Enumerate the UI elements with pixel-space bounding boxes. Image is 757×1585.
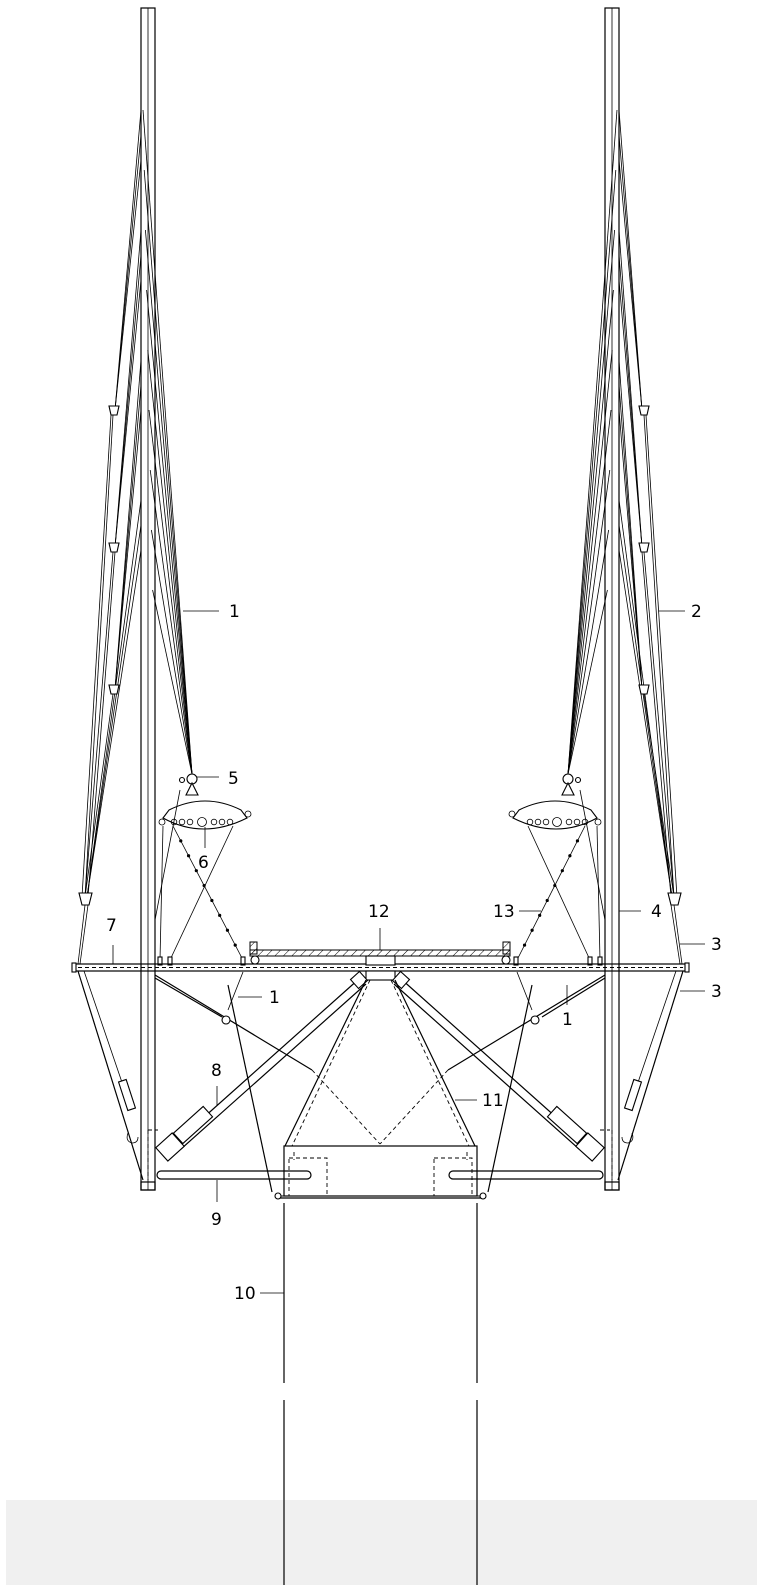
label-1-mid-left: 1 <box>269 988 280 1008</box>
callout-labels: 1 2 5 6 7 12 13 4 3 3 1 1 8 11 9 10 <box>106 602 722 1304</box>
suspension-cables <box>77 109 683 965</box>
label-4: 4 <box>651 902 662 922</box>
cable-dot <box>553 883 557 888</box>
cable-line <box>567 289 614 775</box>
cable-line <box>567 109 618 775</box>
hatched-platform <box>249 941 511 981</box>
lower-frame <box>77 970 684 1193</box>
right-sheave-block <box>508 773 602 830</box>
cable-dot <box>210 898 214 903</box>
cable-line <box>86 549 142 898</box>
cable-line <box>618 499 673 898</box>
cable-line <box>81 414 112 898</box>
base-box <box>274 1145 487 1200</box>
support-column <box>283 1203 478 1585</box>
cable-dot <box>218 913 222 917</box>
cable-line <box>618 279 643 548</box>
horizontal-tie-bars <box>156 1170 604 1180</box>
left-sheave-block <box>158 773 252 830</box>
cable-line <box>673 904 683 965</box>
label-10: 10 <box>234 1284 256 1304</box>
cable-clamps <box>78 405 682 906</box>
label-3-upper: 3 <box>711 935 722 955</box>
cable-line <box>145 229 193 775</box>
cable-line <box>643 414 675 898</box>
label-6: 6 <box>198 853 209 873</box>
pyramid-frame <box>284 979 476 1147</box>
right-mast <box>604 7 620 1191</box>
cable-line <box>567 469 611 775</box>
cable-line <box>149 469 193 775</box>
bottom-background-band <box>6 1500 757 1585</box>
label-1-mid-right: 1 <box>562 1010 573 1030</box>
label-11: 11 <box>482 1091 504 1111</box>
cable-line <box>114 409 142 690</box>
cable-line <box>84 414 114 898</box>
cable-line <box>84 693 114 898</box>
cable-line <box>114 159 142 411</box>
cable-dot <box>202 883 206 888</box>
label-9: 9 <box>211 1210 222 1230</box>
cable-line <box>152 589 193 775</box>
label-13: 13 <box>493 902 515 922</box>
cable-line <box>151 529 193 775</box>
cable-dot <box>522 943 527 947</box>
cable-dot <box>560 869 564 873</box>
cable-line <box>142 109 193 775</box>
cable-line <box>641 551 672 898</box>
cable-line <box>643 693 675 898</box>
cable-dot <box>179 839 183 843</box>
cable-dot <box>225 928 230 932</box>
cable-line <box>143 169 193 775</box>
label-5: 5 <box>228 769 239 789</box>
leader-lines <box>112 610 705 1294</box>
cable-line <box>114 134 142 411</box>
cable-line <box>87 551 116 898</box>
cable-line <box>567 229 615 775</box>
cable-line <box>86 499 142 898</box>
label-1-upper: 1 <box>229 602 240 622</box>
label-8: 8 <box>211 1061 222 1081</box>
cable-line <box>567 589 608 775</box>
hanger-rods <box>154 789 606 966</box>
label-3-lower: 3 <box>711 982 722 1002</box>
cable-line <box>670 904 681 965</box>
cable-dot <box>186 854 191 858</box>
cable-line <box>567 529 609 775</box>
cable-line <box>618 549 673 898</box>
label-2: 2 <box>691 602 702 622</box>
cable-dot <box>568 854 572 858</box>
cable-line <box>567 409 612 775</box>
cable-line <box>645 414 678 898</box>
cable-line <box>86 524 142 898</box>
cable-line <box>114 254 142 548</box>
cable-line <box>618 159 643 411</box>
label-12: 12 <box>368 902 390 922</box>
cable-dot <box>538 913 542 917</box>
cable-line <box>148 409 193 775</box>
cable-line <box>84 551 114 898</box>
cable-line <box>147 349 193 775</box>
left-mast <box>140 7 156 1191</box>
cable-dot <box>194 869 198 873</box>
hydraulic-struts <box>147 970 613 1180</box>
cable-line <box>567 169 617 775</box>
cable-line <box>114 279 142 548</box>
cable-dot <box>545 898 549 903</box>
cable-line <box>146 289 193 775</box>
cable-dot <box>575 839 580 843</box>
cable-dot <box>233 943 237 947</box>
cable-line <box>77 904 86 965</box>
cable-line <box>618 524 673 898</box>
cable-dot <box>530 928 534 932</box>
cable-line <box>79 904 89 965</box>
cable-line <box>643 551 675 898</box>
cable-line <box>567 349 613 775</box>
label-7: 7 <box>106 916 117 936</box>
